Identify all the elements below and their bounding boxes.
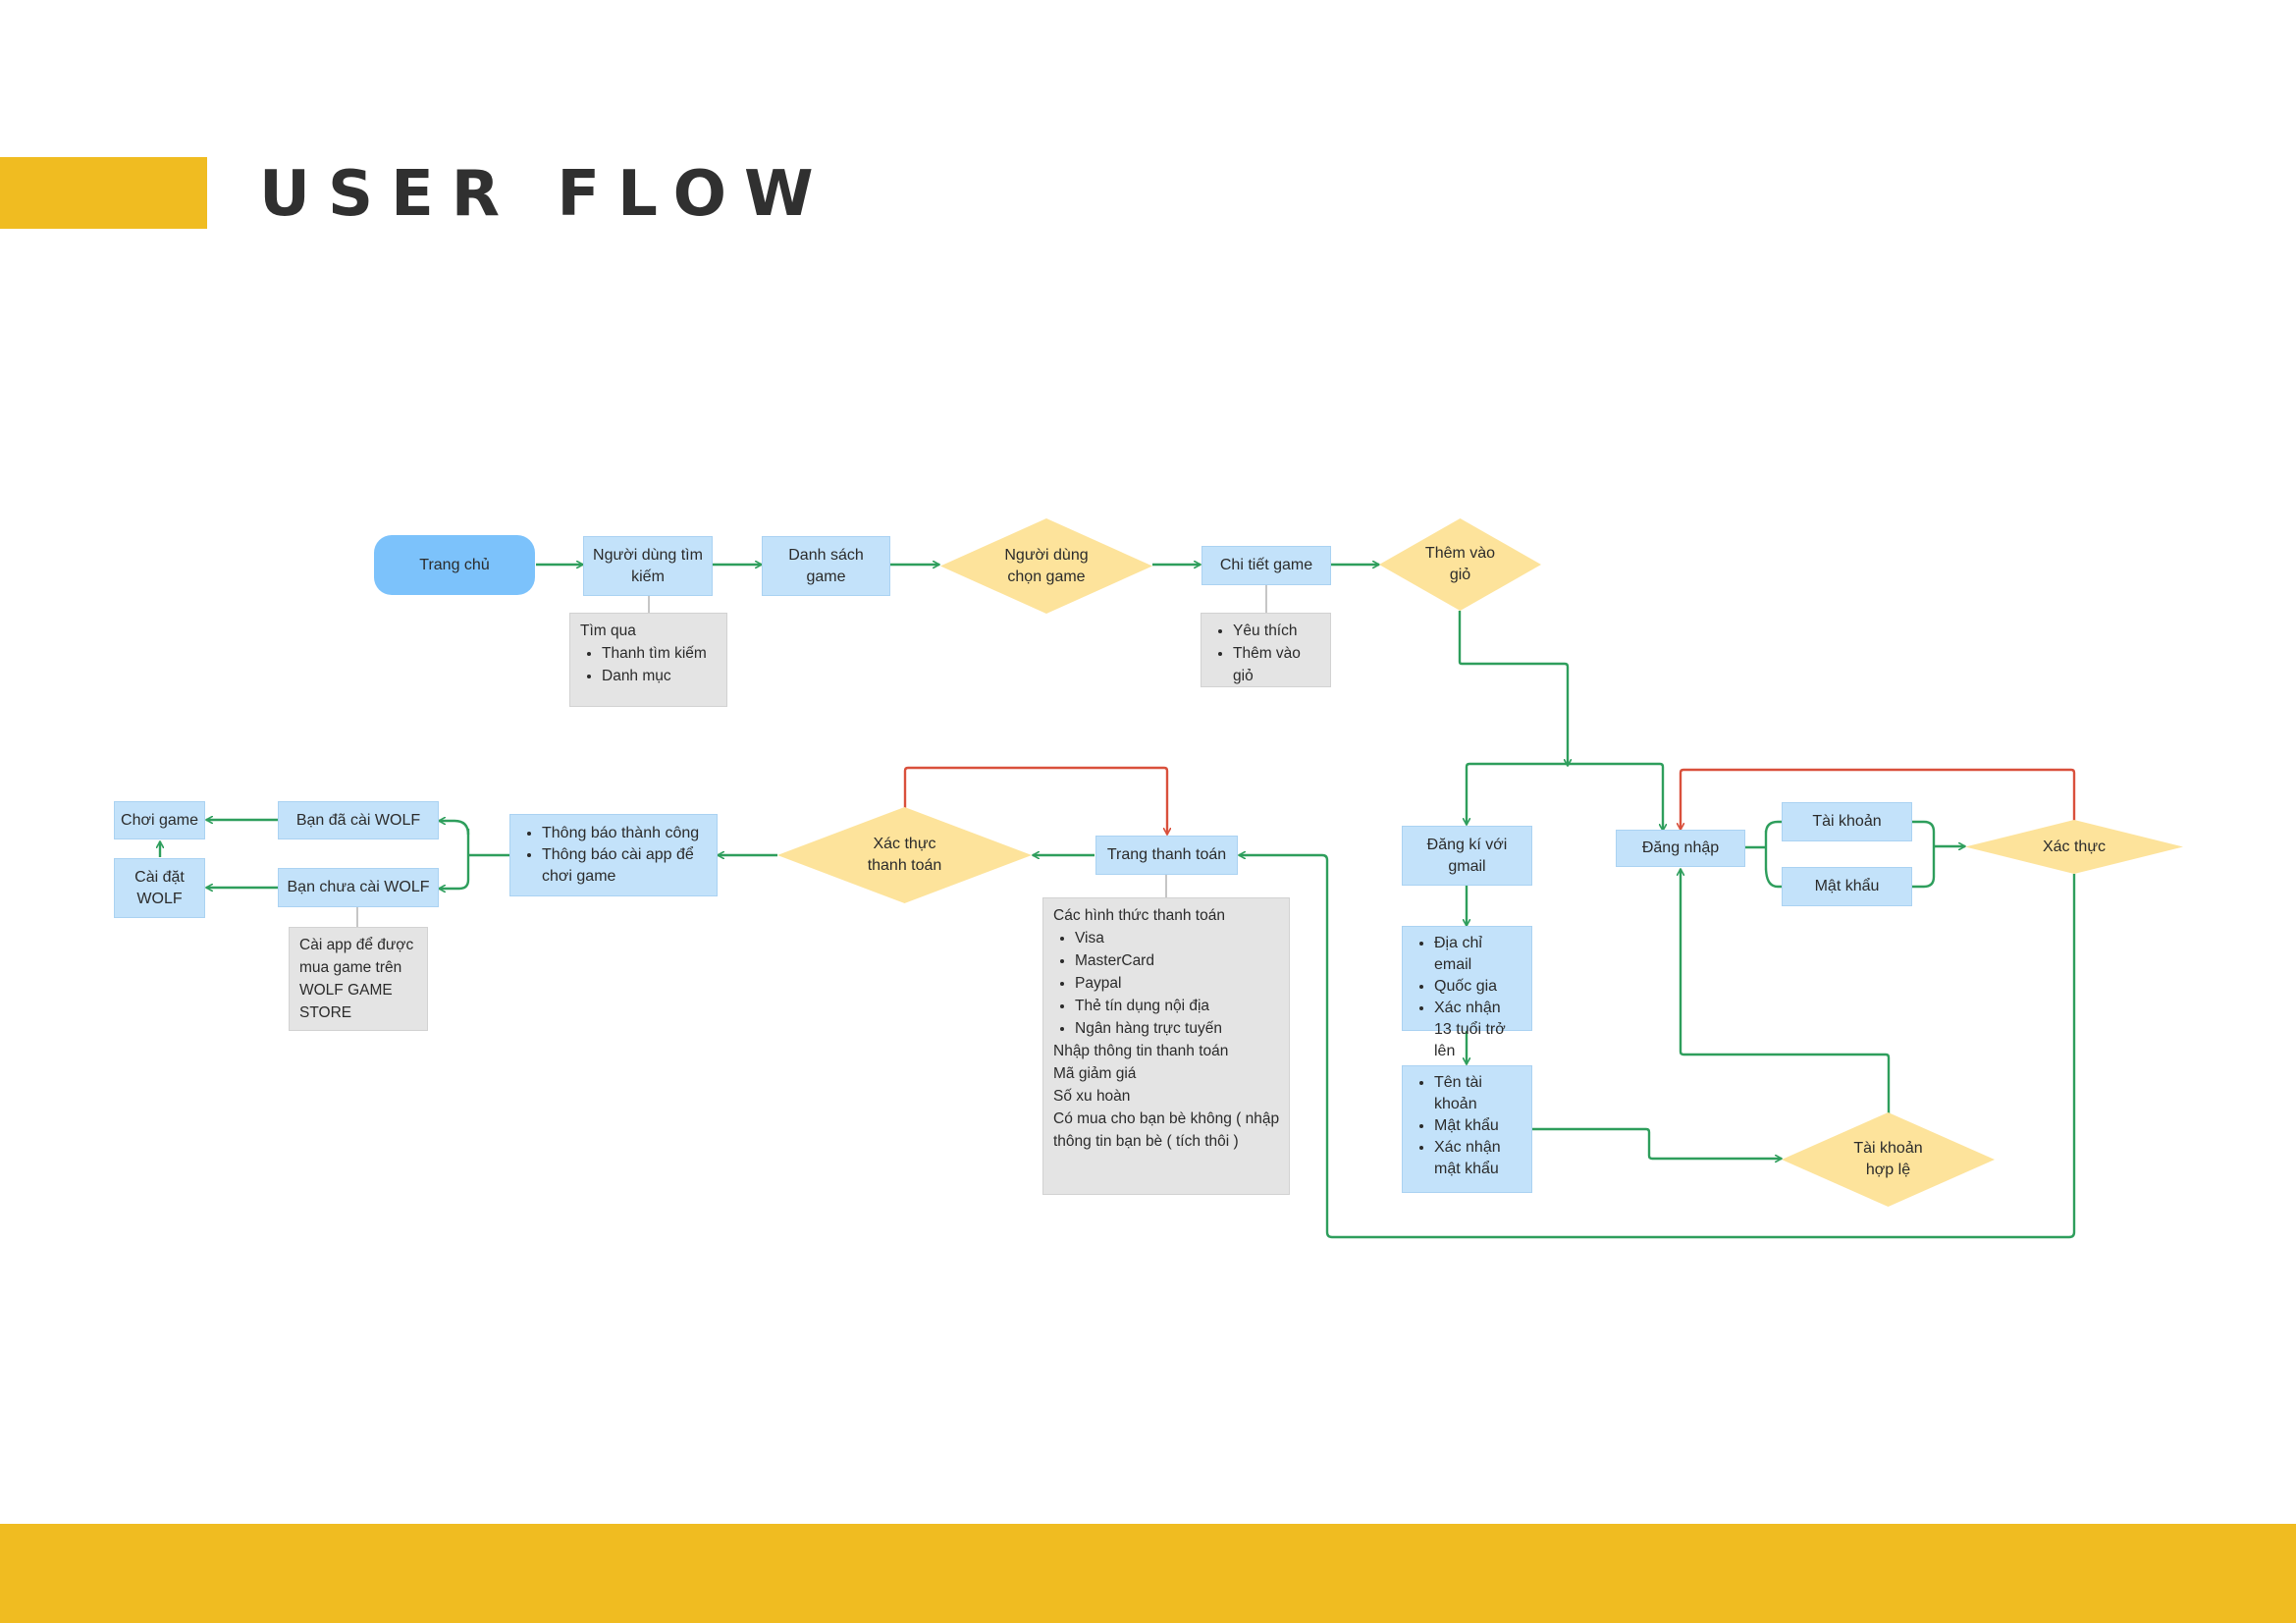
decision-them-vao-gio: Thêm vào giỏ <box>1379 518 1541 611</box>
decision-label: Xác thực <box>2042 838 2107 855</box>
footer-accent-bar <box>0 1524 2296 1623</box>
note-line: Số xu hoàn <box>1053 1088 1131 1105</box>
node-tai-khoan: Tài khoản <box>1782 802 1912 841</box>
decision-nguoi-dung-chon-game: Người dùng chọn game <box>940 518 1152 614</box>
note-tim-qua: Tìm qua Thanh tìm kiếm Danh mục <box>569 613 727 707</box>
arrow-to-installed <box>439 821 470 836</box>
arrow-notify-branch <box>458 829 509 891</box>
decision-label: Xác thực thanh toán <box>867 836 942 874</box>
node-trang-chu: Trang chủ <box>374 535 535 595</box>
decision-xac-thuc: Xác thực <box>1965 820 2183 874</box>
decision-label: Người dùng chọn game <box>1004 546 1089 585</box>
note-item: Thanh tìm kiếm <box>602 642 719 665</box>
note-item: Ngân hàng trực tuyến <box>1075 1017 1281 1040</box>
note-line: Nhập thông tin thanh toán <box>1053 1043 1229 1059</box>
node-account-fields: Tên tài khoản Mật khẩu Xác nhận mật khẩu <box>1402 1065 1532 1193</box>
list-item: Tên tài khoản <box>1434 1072 1522 1115</box>
node-mat-khau: Mật khẩu <box>1782 867 1912 906</box>
node-cai-dat-wolf: Cài đặt WOLF <box>114 858 205 918</box>
node-notifications: Thông báo thành công Thông báo cài app đ… <box>509 814 718 896</box>
decision-label: Tài khoản hợp lệ <box>1853 1140 1923 1178</box>
node-trang-thanh-toan: Trang thanh toán <box>1095 836 1238 875</box>
diamond-shape <box>940 518 1152 614</box>
note-line: Có mua cho bạn bè không ( nhập thông tin… <box>1053 1110 1280 1150</box>
list-item: Thông báo cài app để chơi game <box>542 844 707 888</box>
note-item: Yêu thích <box>1233 620 1322 642</box>
arrow-verify-reject <box>1681 768 2076 830</box>
list-item: Địa chỉ email <box>1434 933 1522 976</box>
arrow-verify-to-payment <box>1239 855 2076 1239</box>
decision-xac-thuc-thanh-toan: Xác thực thanh toán <box>777 807 1032 903</box>
arrow-payment-reject <box>903 766 1167 835</box>
node-nguoi-dung-tim-kiem: Người dùng tìm kiếm <box>583 536 713 596</box>
diamond-shape <box>1782 1112 1995 1207</box>
arrow-fields-to-verify-merge <box>1912 820 1936 889</box>
diamond-shape <box>1379 518 1541 611</box>
list-item: Quốc gia <box>1434 976 1522 998</box>
arrow-valid-to-login <box>1681 869 1891 1114</box>
diamond-shape <box>1965 820 2183 874</box>
node-choi-game: Chơi game <box>114 801 205 839</box>
note-chi-tiet: Yêu thích Thêm vào giỏ <box>1201 613 1331 687</box>
note-install: Cài app để được mua game trên WOLF GAME … <box>289 927 428 1031</box>
list-item: Xác nhận mật khẩu <box>1434 1137 1522 1180</box>
note-item: Thẻ tín dụng nội địa <box>1075 995 1281 1017</box>
decision-label: Thêm vào giỏ <box>1424 545 1496 583</box>
list-item: Mật khẩu <box>1434 1115 1522 1137</box>
list-item: Thông báo thành công <box>542 823 707 844</box>
node-dang-nhap: Đăng nhập <box>1616 830 1745 867</box>
node-ban-chua-cai-wolf: Bạn chưa cài WOLF <box>278 868 439 907</box>
header-accent-bar <box>0 157 207 229</box>
list-item: Xác nhận 13 tuổi trở lên <box>1434 998 1522 1062</box>
node-signup-fields: Địa chỉ email Quốc gia Xác nhận 13 tuổi … <box>1402 926 1532 1059</box>
arrow-branch-to-login <box>1568 762 1663 831</box>
note-line: Mã giảm giá <box>1053 1065 1137 1082</box>
note-item: Danh mục <box>602 665 719 687</box>
note-item: Thêm vào giỏ <box>1233 642 1322 687</box>
node-chi-tiet-game: Chi tiết game <box>1201 546 1331 585</box>
arrow-branch-to-signup <box>1467 762 1568 825</box>
note-payment: Các hình thức thanh toán Visa MasterCard… <box>1042 897 1290 1195</box>
arrow-cart-down <box>1458 611 1568 766</box>
note-item: MasterCard <box>1075 949 1281 972</box>
page-title: USER FLOW <box>259 158 831 231</box>
node-danh-sach-game: Danh sách game <box>762 536 890 596</box>
note-title: Các hình thức thanh toán <box>1053 907 1225 924</box>
node-ban-da-cai-wolf: Bạn đã cài WOLF <box>278 801 439 839</box>
arrow-account-to-valid <box>1532 1127 1782 1159</box>
node-dang-ki-voi-gmail: Đăng kí với gmail <box>1402 826 1532 886</box>
arrow-login-to-fields <box>1745 820 1782 889</box>
note-title: Tìm qua <box>580 622 636 639</box>
decision-tai-khoan-hop-le: Tài khoản hợp lệ <box>1782 1112 1995 1207</box>
note-item: Visa <box>1075 927 1281 949</box>
note-item: Paypal <box>1075 972 1281 995</box>
diamond-shape <box>777 807 1032 903</box>
